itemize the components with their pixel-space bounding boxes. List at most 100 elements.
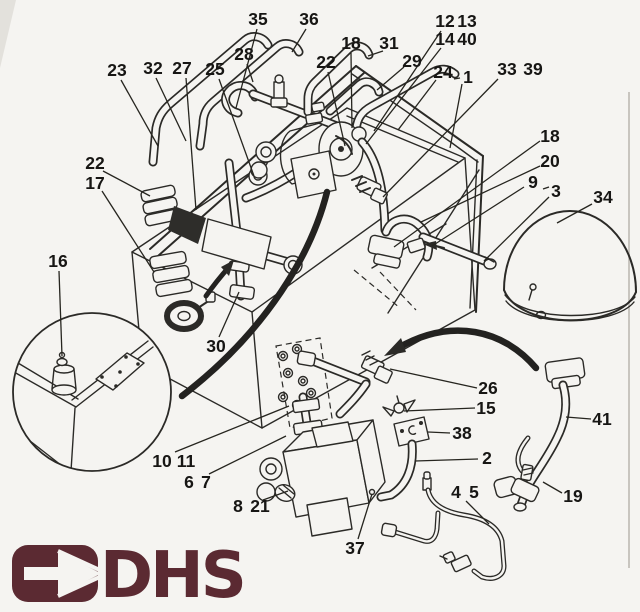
part-number-label: 26 [478,378,498,398]
bracket-block [201,218,272,270]
leader-dash [542,186,550,190]
part-number-label: 14 [435,29,455,49]
part-number-label: 10 [152,451,172,471]
part-number-label: 28 [234,44,254,64]
leader-line [414,458,479,462]
part-number-label: 25 [205,59,225,79]
leader-line [291,28,307,53]
detail-inset-circle [12,312,172,472]
small-arrowhead [221,260,234,276]
part-number-label: 17 [85,173,104,193]
part-number-label: 6 [184,472,194,492]
breather-cap-16 [53,364,75,374]
wing-fitting-15 [393,402,405,414]
leader-line [101,190,155,273]
gas-valve-assembly [256,397,430,537]
union-nut-30 [228,284,256,300]
feed-pipe-26 [296,350,416,416]
part-number-label: 11 [177,451,196,471]
part-number-label: 15 [476,398,496,418]
part-number-label: 19 [563,486,583,506]
part-number-label: 22 [316,52,336,72]
scan-corner-shadow [0,0,16,68]
pilot-pipes [380,471,504,578]
part-number-label: 18 [341,33,361,53]
leader-line [397,79,437,131]
leader-line [218,78,255,177]
part-number-label: 23 [107,60,127,80]
small-pointer-arrowhead [423,241,437,250]
part-number-label: 32 [143,58,163,78]
part-number-label: 36 [299,9,319,29]
leader-line [373,30,442,132]
leader-line [185,77,197,211]
part-number-label: 22 [85,153,105,173]
pipe-clip-9 [406,237,426,254]
leader-line [376,66,405,91]
part-number-label: 18 [540,126,560,146]
manifold-pipes [153,37,455,162]
detail-swoosh-arrows [178,188,540,400]
part-number-label: 9 [528,172,538,192]
steam-dome [503,210,637,322]
leader-line [465,500,490,525]
leader-line [218,291,240,338]
part-number-label: 21 [250,496,270,516]
leader-line [431,186,525,247]
inset-swoosh [178,188,331,400]
leader-line [262,490,289,501]
leader-line [350,52,353,129]
leader-line [427,431,451,434]
part-number-label: 34 [593,187,613,207]
part-number-label: 27 [172,58,191,78]
part-number-label: 8 [233,496,243,516]
part-number-label: 39 [523,59,543,79]
part-number-label: 24 [433,62,453,82]
leader-line [483,196,550,262]
leader-line [367,50,384,57]
leader-line [393,140,541,248]
part-number-label: 12 [435,11,455,31]
part-number-label: 2 [482,448,492,468]
leader-line [449,83,463,149]
leader-line [235,28,258,109]
leader-line [389,368,478,389]
leader-line [357,493,373,540]
leader-line [365,47,442,145]
part-number-label: 7 [201,472,211,492]
pump-assembly [250,101,367,199]
leader-line [246,63,254,83]
leader-line [58,270,63,357]
part-number-label: 41 [592,409,612,429]
left-elbow-fittings [140,184,272,332]
hand-knob [164,300,204,332]
black-elbow [168,206,206,244]
leader-line [120,79,159,147]
pointer-swoosh [394,327,540,372]
swoosh-arrowhead [384,338,406,356]
part-number-label: 40 [457,29,477,49]
leader-line [174,405,290,453]
leader-line [565,416,592,420]
leader-line [542,481,563,494]
part-number-label: 37 [345,538,364,558]
part-number-label: 31 [379,33,399,53]
logo-text: DHS [100,539,244,612]
part-number-label: 13 [457,11,477,31]
logo-arrow-icon [12,545,105,602]
leader-line [102,170,151,197]
leader-dash [453,77,461,80]
leader-line [155,77,187,142]
dhs-logo: DHS [12,539,247,612]
part-number-label: 16 [48,251,68,271]
leader-line [208,435,287,475]
down-pipe-41 [493,357,586,512]
part-number-label: 38 [452,423,472,443]
part-number-label: 33 [497,59,517,79]
right-elbow-pipes [351,142,497,270]
leader-line [327,71,346,147]
leader-line [382,78,499,198]
